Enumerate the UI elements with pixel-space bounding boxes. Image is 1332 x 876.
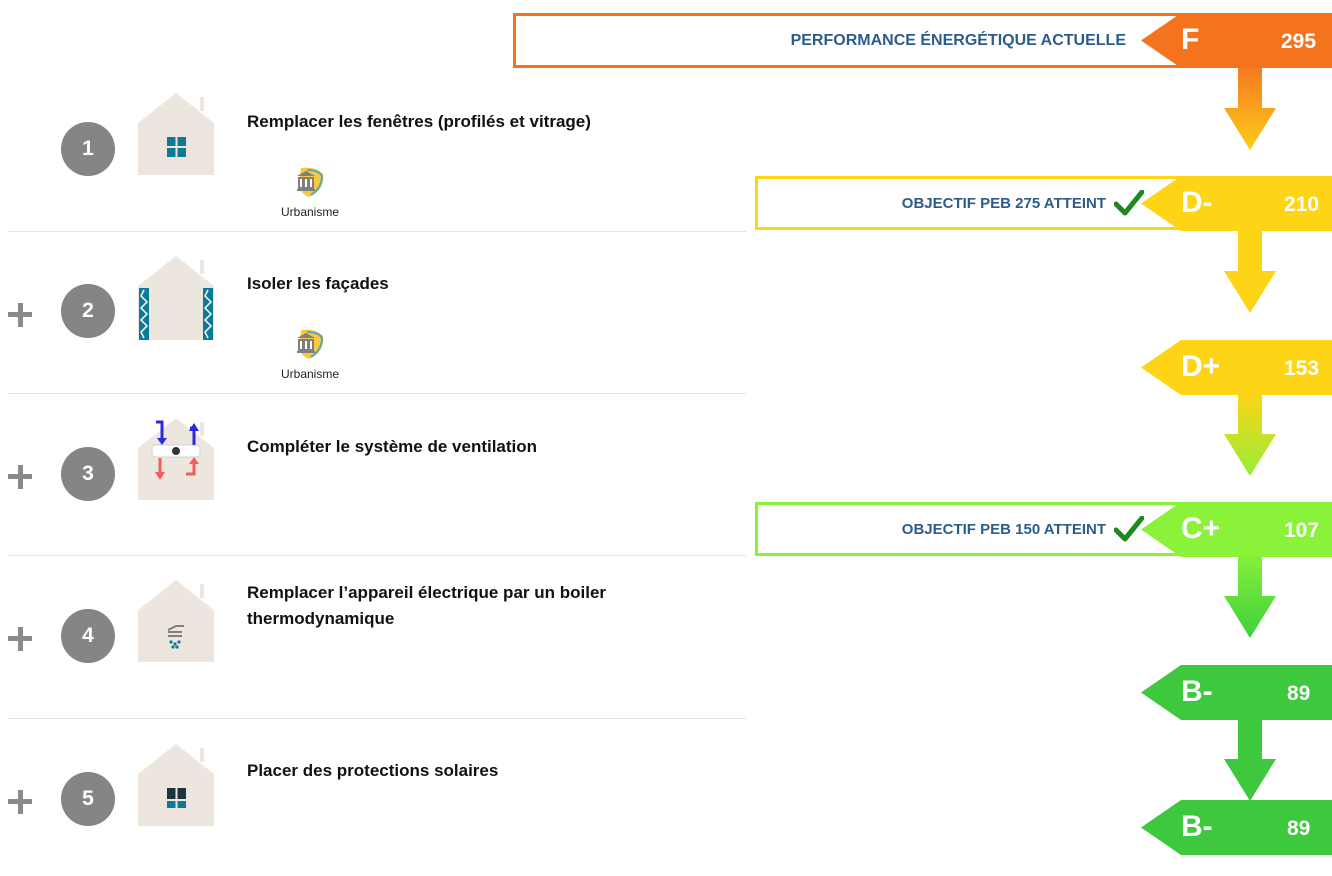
urbanisme-icon <box>297 329 324 359</box>
window-icon <box>138 93 214 175</box>
class-arrow-shape <box>1141 502 1332 557</box>
current-performance-banner: PERFORMANCE ÉNERGÉTIQUE ACTUELLE <box>513 13 1193 68</box>
class-arrow-shape <box>1141 800 1332 855</box>
row-separator <box>8 718 746 719</box>
class-letter: B- <box>1181 675 1213 708</box>
class-arrow-shape <box>1141 665 1332 720</box>
urbanisme-icon <box>297 167 324 197</box>
shower-icon <box>138 580 214 662</box>
step-4-title: Remplacer l’appareil électrique par un b… <box>247 583 607 628</box>
class-label-b-minus: B- 89 <box>1141 665 1332 720</box>
current-class-value: 295 <box>1281 30 1317 53</box>
class-label-d-plus: D+ 153 <box>1141 340 1332 395</box>
checkmark-icon <box>1114 190 1144 216</box>
class-arrow-shape <box>1141 176 1332 231</box>
step-1-title: Remplacer les fenêtres (profilés et vitr… <box>247 112 591 131</box>
plus-icon <box>8 627 32 651</box>
step-3-house <box>138 418 214 500</box>
urbanisme-label: Urbanisme <box>280 367 340 381</box>
class-value: 89 <box>1287 817 1311 840</box>
progress-arrow <box>1224 556 1276 638</box>
class-value: 210 <box>1284 193 1320 216</box>
objective-text-150: OBJECTIF PEB 150 ATTEINT <box>901 520 1106 538</box>
progress-arrow <box>1224 231 1276 313</box>
facade-insulation-icon <box>138 256 214 340</box>
step-number-1: 1 <box>61 122 115 176</box>
step-number-4: 4 <box>61 609 115 663</box>
progress-arrow <box>1224 394 1276 476</box>
step-2-title: Isoler les façades <box>247 274 389 293</box>
current-performance-text: PERFORMANCE ÉNERGÉTIQUE ACTUELLE <box>790 31 1126 49</box>
step-4-house <box>138 580 214 662</box>
class-value: 153 <box>1284 357 1320 380</box>
row-separator <box>8 231 746 232</box>
sun-protection-window-icon <box>138 744 214 826</box>
class-label-b-minus-final: B- 89 <box>1141 800 1332 855</box>
class-letter: D+ <box>1181 350 1221 383</box>
plus-icon <box>8 465 32 489</box>
class-value: 89 <box>1287 682 1311 705</box>
ventilation-icon <box>138 418 214 500</box>
step-number-2: 2 <box>61 284 115 338</box>
progress-arrow <box>1224 719 1276 801</box>
objective-text-275: OBJECTIF PEB 275 ATTEINT <box>901 194 1106 212</box>
urbanisme-badge: Urbanisme <box>270 166 350 219</box>
current-class-label: F 295 <box>1141 13 1332 68</box>
objective-banner-275: OBJECTIF PEB 275 ATTEINT <box>755 176 1191 230</box>
class-label-c-plus: C+ 107 <box>1141 502 1332 557</box>
row-separator <box>8 393 746 394</box>
step-number-3: 3 <box>61 447 115 501</box>
urbanisme-badge: Urbanisme <box>270 328 350 381</box>
row-separator <box>8 555 746 556</box>
class-arrow-shape <box>1141 340 1332 395</box>
plus-icon <box>8 303 32 327</box>
step-3-title: Compléter le système de ventilation <box>247 437 538 456</box>
objective-banner-150: OBJECTIF PEB 150 ATTEINT <box>755 502 1191 556</box>
class-letter: C+ <box>1181 512 1221 545</box>
urbanisme-label: Urbanisme <box>280 205 340 219</box>
plus-icon <box>8 790 32 814</box>
checkmark-icon <box>1114 516 1144 542</box>
class-letter: B- <box>1181 810 1213 843</box>
current-class-letter: F <box>1181 23 1200 56</box>
step-5-title: Placer des protections solaires <box>247 761 499 780</box>
class-label-d-minus: D- 210 <box>1141 176 1332 231</box>
step-1-house <box>138 93 214 175</box>
class-value: 107 <box>1284 519 1320 542</box>
current-class-arrow-shape <box>1141 13 1332 68</box>
step-5-house <box>138 744 214 826</box>
progress-arrow <box>1224 68 1276 150</box>
step-2-house <box>138 256 214 340</box>
class-letter: D- <box>1181 186 1213 219</box>
step-number-5: 5 <box>61 772 115 826</box>
